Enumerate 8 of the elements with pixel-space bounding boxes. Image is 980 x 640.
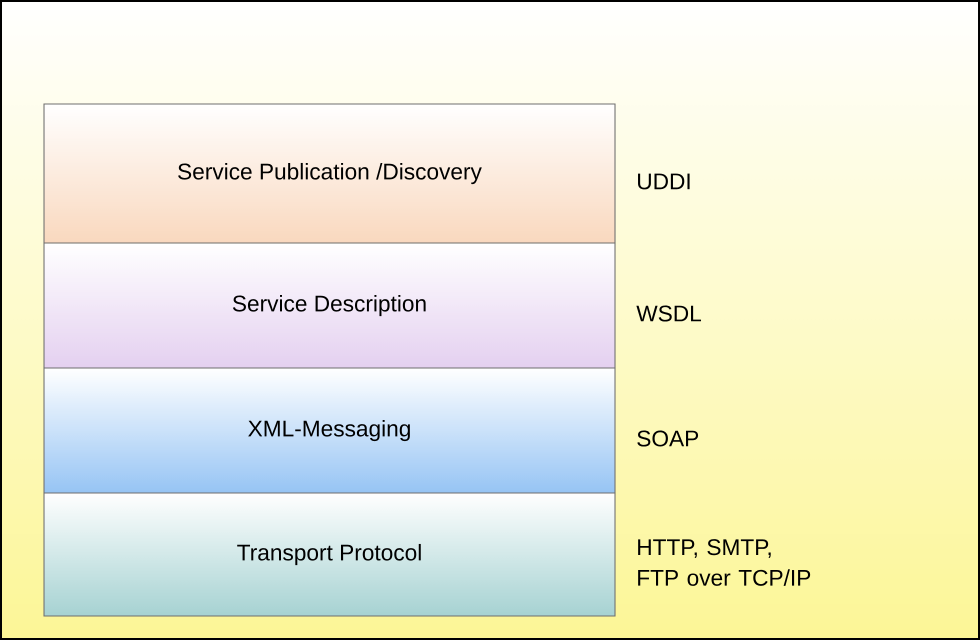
- technology-label: WSDL: [636, 305, 702, 322]
- layer-box: XML-Messaging: [43, 367, 616, 494]
- technology-label: SOAP: [637, 430, 698, 447]
- layer-box: Transport Protocol: [43, 492, 616, 617]
- technology-label: HTTP, SMTP, FTP over TCP/IP: [638, 539, 810, 586]
- layer-box: Service Description: [43, 242, 616, 369]
- layer-box: Service Publication /Discovery: [43, 103, 616, 244]
- technology-label: UDDI: [638, 174, 690, 190]
